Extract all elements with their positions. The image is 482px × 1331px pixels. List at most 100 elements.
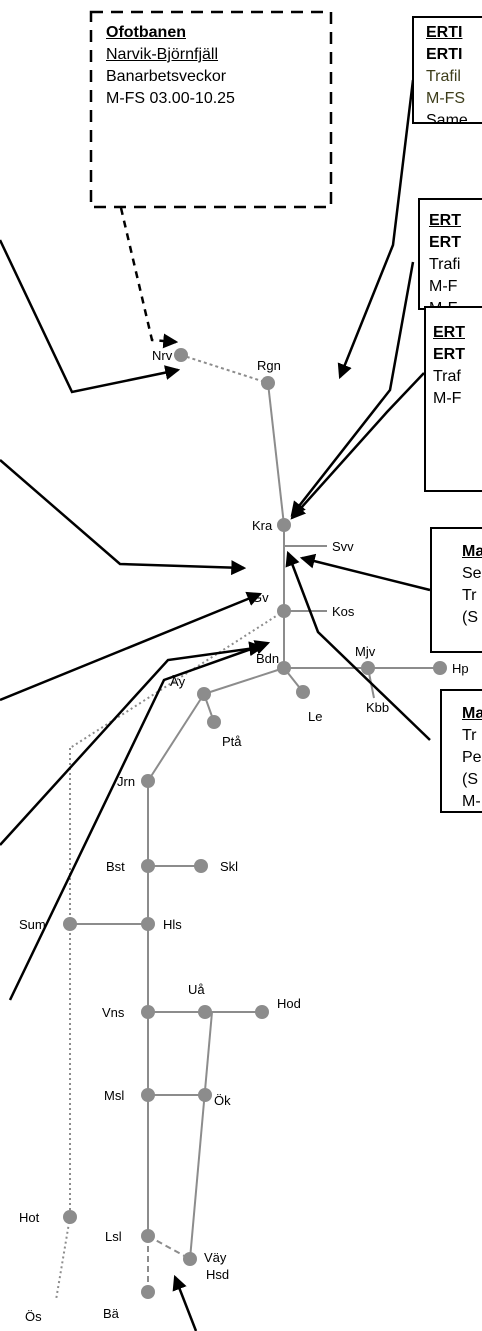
station-label-vns: Vns: [102, 1005, 125, 1020]
station-label-hot: Hot: [19, 1210, 40, 1225]
station-node-ay: [197, 687, 211, 701]
station-node-bst: [141, 859, 155, 873]
ert-box-3-subtitle: ERT: [433, 346, 465, 363]
station-node-sum: [63, 917, 77, 931]
station-node-jrn: [141, 774, 155, 788]
station-label-hp: Hp: [452, 661, 469, 676]
station-node-bdn: [277, 661, 291, 675]
station-node-skl: [194, 859, 208, 873]
station-label-rgn: Rgn: [257, 358, 281, 373]
station-label-hsd: Hsd: [206, 1267, 229, 1282]
station-label-os: Ös: [25, 1309, 42, 1324]
arrow-left-to-bdn: [0, 459, 247, 576]
ofotbanen-work-weeks: Banarbetsveckor: [106, 68, 227, 85]
erti-box-1: ERTI ERTI Trafil M-FS Same: [412, 16, 482, 124]
station-nodes: [63, 348, 447, 1299]
arrow-ert3-to-kra: [290, 372, 425, 520]
station-label-kos: Kos: [332, 604, 355, 619]
station-node-ua: [198, 1005, 212, 1019]
ert-box-3-traffic: Traf: [433, 368, 461, 385]
station-label-kbb: Kbb: [366, 700, 389, 715]
track-gv-sum: [69, 610, 285, 749]
arrow-ofot-to-nrv: [119, 207, 179, 349]
ert-box-3-title: ERT: [433, 324, 465, 341]
station-node-nrv: [174, 348, 188, 362]
station-node-vns: [141, 1005, 155, 1019]
track-ua-vay: [189, 1011, 213, 1260]
ofotbanen-box-border: [89, 10, 333, 209]
ma-box-1-line-4: (S: [462, 609, 478, 626]
track-bdn-ay: [203, 667, 285, 695]
arrow-bottom-to-vay: [172, 1274, 198, 1331]
station-label-kra: Kra: [252, 518, 273, 533]
ert-box-2-days-2: M-F: [429, 300, 458, 310]
ert-box-2-traffic: Trafi: [429, 256, 461, 273]
station-label-vay: Väy: [204, 1250, 227, 1265]
erti-box-1-subtitle: ERTI: [426, 46, 463, 63]
station-label-nrv: Nrv: [152, 348, 173, 363]
track-rgn-kra: [267, 382, 285, 526]
station-node-hot: [63, 1210, 77, 1224]
ma-box-1-line-3: Tr: [462, 587, 477, 604]
station-label-svv: Svv: [332, 539, 354, 554]
station-label-le: Le: [308, 709, 322, 724]
erti-box-1-days: M-FS: [426, 90, 466, 107]
ma-box-1-line-2: Se: [462, 565, 482, 582]
station-label-msl: Msl: [104, 1088, 124, 1103]
ert-box-2-title: ERT: [429, 212, 461, 229]
station-label-bst: Bst: [106, 859, 125, 874]
station-node-hp: [433, 661, 447, 675]
ert-box-2-subtitle: ERT: [429, 234, 461, 251]
ma-box-2-title: Ma: [462, 705, 482, 722]
track-hot-os: [55, 1216, 71, 1301]
arrow-left-to-kos-1: [0, 641, 265, 846]
ma-box-1-title: Ma: [462, 543, 482, 560]
ofotbanen-info-box: Ofotbanen Narvik-Björnfjäll Banarbetsvec…: [106, 22, 326, 202]
arrow-ert2-to-kra: [290, 261, 415, 517]
ert-box-3-days: M-F: [433, 390, 462, 407]
station-label-ba: Bä: [103, 1306, 120, 1321]
station-label-ua: Uå: [188, 982, 205, 997]
station-node-ok: [198, 1088, 212, 1102]
pointer-arrows: [0, 79, 431, 1331]
station-label-hod: Hod: [277, 996, 301, 1011]
station-label-hls: Hls: [163, 917, 182, 932]
station-node-vay: [183, 1252, 197, 1266]
station-label-mjv: Mjv: [355, 644, 376, 659]
ert-box-2: ERT ERT Trafi M-F M-F: [418, 198, 482, 310]
erti-box-1-note: Same: [426, 112, 468, 124]
arrow-ma2-to-kra: [285, 550, 431, 741]
station-node-ba: [141, 1285, 155, 1299]
track-nrv-rgn: [180, 354, 269, 384]
arrow-left-to-nrv: [0, 239, 181, 394]
station-labels: Nrv Rgn Kra Svv Gv Kos Bdn Mjv Hp Kbb Le…: [19, 348, 469, 1324]
arrow-ert1-to-rgn: [337, 79, 415, 380]
ma-box-2-line-4: (S: [462, 771, 478, 788]
ma-box-2-line-3: Pe: [462, 749, 482, 766]
track-lines: [55, 354, 440, 1301]
station-label-lsl: Lsl: [105, 1229, 122, 1244]
station-node-pta: [207, 715, 221, 729]
station-label-pta: Ptå: [222, 734, 242, 749]
station-label-skl: Skl: [220, 859, 238, 874]
station-node-hod: [255, 1005, 269, 1019]
station-node-rgn: [261, 376, 275, 390]
station-node-kra: [277, 518, 291, 532]
arrow-ma1-to-svv: [299, 553, 431, 592]
station-label-ok: Ök: [214, 1093, 231, 1108]
station-node-lsl: [141, 1229, 155, 1243]
track-ay-jrn: [147, 693, 205, 782]
erti-box-1-traffic: Trafil: [426, 68, 461, 85]
arrow-left-to-kos-2: [8, 640, 271, 1001]
ma-box-2: Ma Tr Pe (S M-: [440, 689, 482, 813]
station-node-msl: [141, 1088, 155, 1102]
station-node-le: [296, 685, 310, 699]
station-label-sum: Sum: [19, 917, 46, 932]
ert-box-3: ERT ERT Traf M-F: [424, 306, 482, 492]
ma-box-1: Ma Se Tr (S: [430, 527, 482, 653]
erti-box-1-title: ERTI: [426, 24, 463, 41]
ma-box-2-line-2: Tr: [462, 727, 477, 744]
ofotbanen-time: M-FS 03.00-10.25: [106, 90, 235, 107]
ert-box-2-days-1: M-F: [429, 278, 458, 295]
